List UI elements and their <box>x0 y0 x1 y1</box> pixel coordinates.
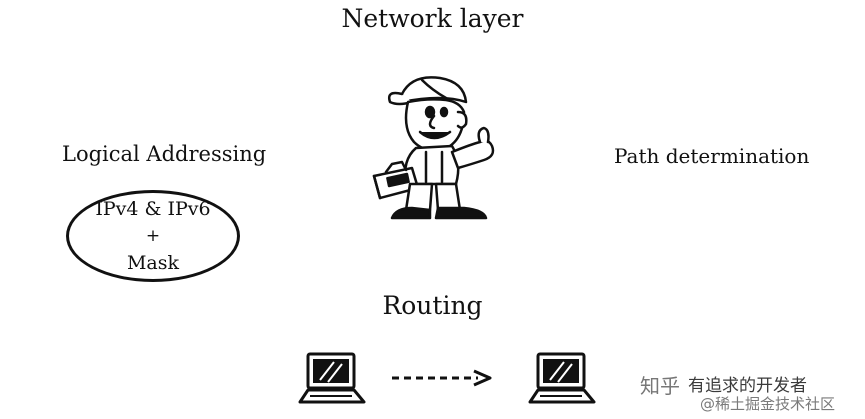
addressing-oval <box>66 190 240 282</box>
zhihu-logo: 知乎 <box>640 374 680 398</box>
laptop-icon <box>528 352 596 404</box>
laptop-icon <box>298 352 366 404</box>
oval-line-mask: Mask <box>126 252 180 274</box>
path-determination-label: Path determination <box>614 144 810 168</box>
routing-label: Routing <box>382 291 483 320</box>
worker-illustration <box>372 76 495 220</box>
oval-line-ipv4-ipv6: IPv4 & IPv6 <box>95 198 211 220</box>
watermark-main-text: 有追求的开发者 <box>688 376 807 396</box>
diagram-title: Network layer <box>341 4 524 33</box>
watermark-sub-text: @稀土掘金技术社区 <box>700 395 836 413</box>
logical-addressing-label: Logical Addressing <box>62 142 267 166</box>
oval-line-plus: + <box>145 226 161 246</box>
dashed-arrow-icon <box>392 369 492 387</box>
watermark: 知乎 有追求的开发者 @稀土掘金技术社区 <box>632 370 864 416</box>
